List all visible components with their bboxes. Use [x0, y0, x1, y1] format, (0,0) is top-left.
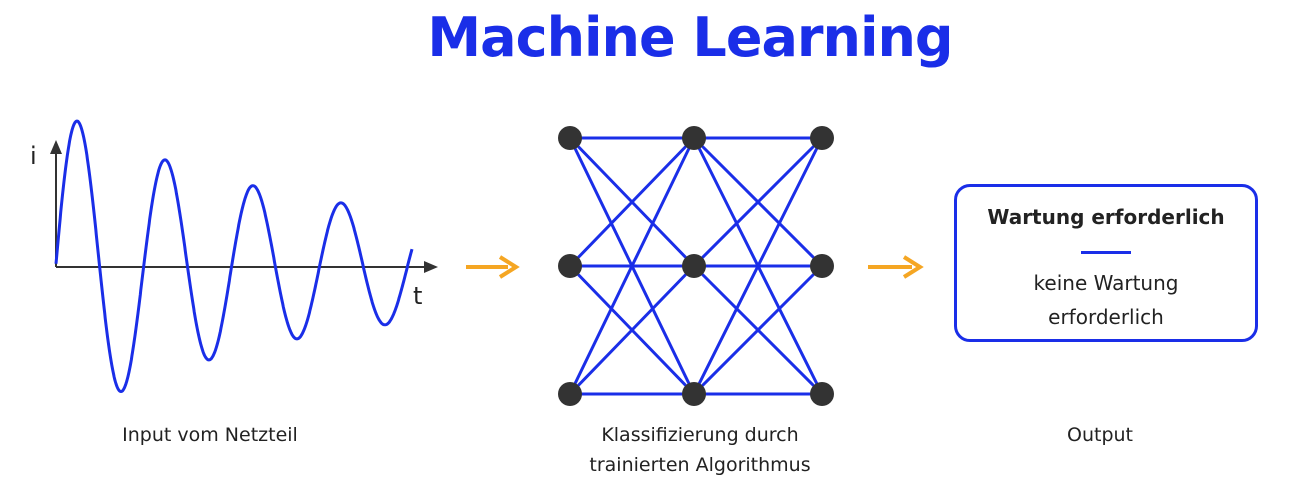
network-node	[810, 126, 834, 150]
network-node	[558, 126, 582, 150]
network-node	[810, 382, 834, 406]
y-axis-label: i	[30, 142, 37, 170]
network-connection	[568, 137, 696, 395]
output-alternative-label: keine Wartung erforderlich	[957, 266, 1255, 334]
network-node	[558, 382, 582, 406]
network-connection	[692, 136, 824, 268]
input-caption: Input vom Netzteil	[122, 424, 298, 446]
x-axis-label: t	[413, 282, 422, 310]
network-caption-line2: trainierten Algorithmus	[589, 454, 811, 476]
network-caption: Klassifizierung durch trainierten Algori…	[520, 420, 880, 480]
network-node	[682, 254, 706, 278]
network-connection	[568, 136, 696, 268]
output-box: Wartung erforderlich keine Wartung erfor…	[954, 184, 1258, 342]
network-node	[558, 254, 582, 278]
output-selected-label: Wartung erforderlich	[987, 205, 1225, 229]
damped-waveform	[54, 119, 414, 393]
network-node	[810, 254, 834, 278]
network-caption-line1: Klassifizierung durch	[601, 424, 799, 446]
network-node	[682, 382, 706, 406]
output-alternative-line1: keine Wartung	[1033, 271, 1179, 295]
output-caption: Output	[1067, 424, 1133, 446]
network-node	[682, 126, 706, 150]
x-axis-arrowhead	[424, 261, 438, 273]
arrow-right-icon	[868, 255, 924, 279]
network-connection	[692, 264, 824, 396]
page-title: Machine Learning	[427, 6, 953, 69]
y-axis-arrowhead	[50, 140, 62, 154]
arrow-right-icon	[466, 255, 520, 279]
network-connection	[568, 264, 696, 396]
network-connection	[692, 137, 824, 395]
signal-chart: i t	[30, 119, 438, 393]
output-divider	[1081, 251, 1131, 254]
neural-network	[558, 126, 834, 406]
output-alternative-line2: erforderlich	[1048, 305, 1164, 329]
